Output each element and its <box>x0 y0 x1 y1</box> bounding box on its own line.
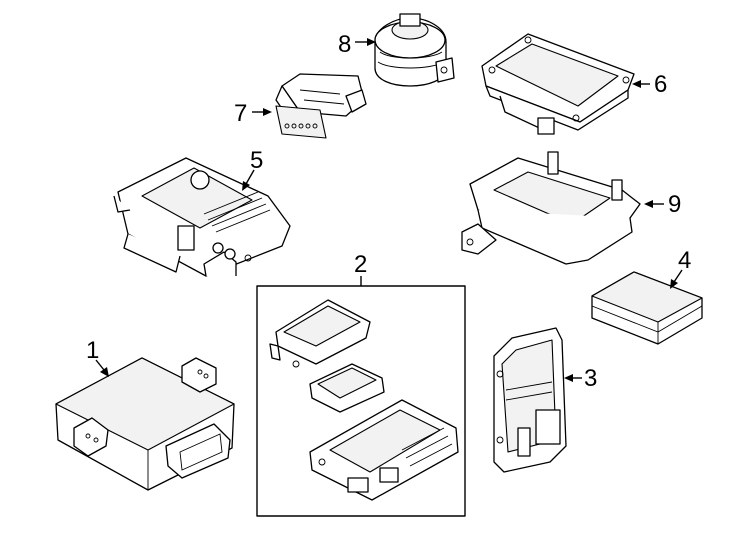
callout-2: 2 <box>354 251 367 278</box>
callout-1: 1 <box>86 337 99 364</box>
leader-3 <box>564 374 582 382</box>
leader-7 <box>252 108 272 116</box>
leader-4 <box>670 269 683 289</box>
part-2-group <box>256 285 466 517</box>
part-5-control-module <box>113 157 291 277</box>
part-6-module <box>481 33 635 135</box>
callout-6: 6 <box>654 71 667 98</box>
part-7-module <box>275 73 367 139</box>
part-3-module <box>493 327 567 473</box>
callout-8: 8 <box>338 31 351 58</box>
callout-4: 4 <box>678 247 691 274</box>
part-8-speaker <box>374 13 455 87</box>
callout-7: 7 <box>234 100 247 127</box>
leader-5 <box>242 169 255 191</box>
leader-1 <box>95 359 109 377</box>
part-1-module <box>55 357 235 491</box>
leader-9 <box>644 200 664 208</box>
leader-6 <box>632 80 650 88</box>
part-4-box <box>591 271 703 345</box>
callout-5: 5 <box>250 147 263 174</box>
part-9-bracket <box>461 151 641 265</box>
callout-3: 3 <box>584 365 597 392</box>
leader-8 <box>355 38 376 46</box>
callout-9: 9 <box>668 191 681 218</box>
